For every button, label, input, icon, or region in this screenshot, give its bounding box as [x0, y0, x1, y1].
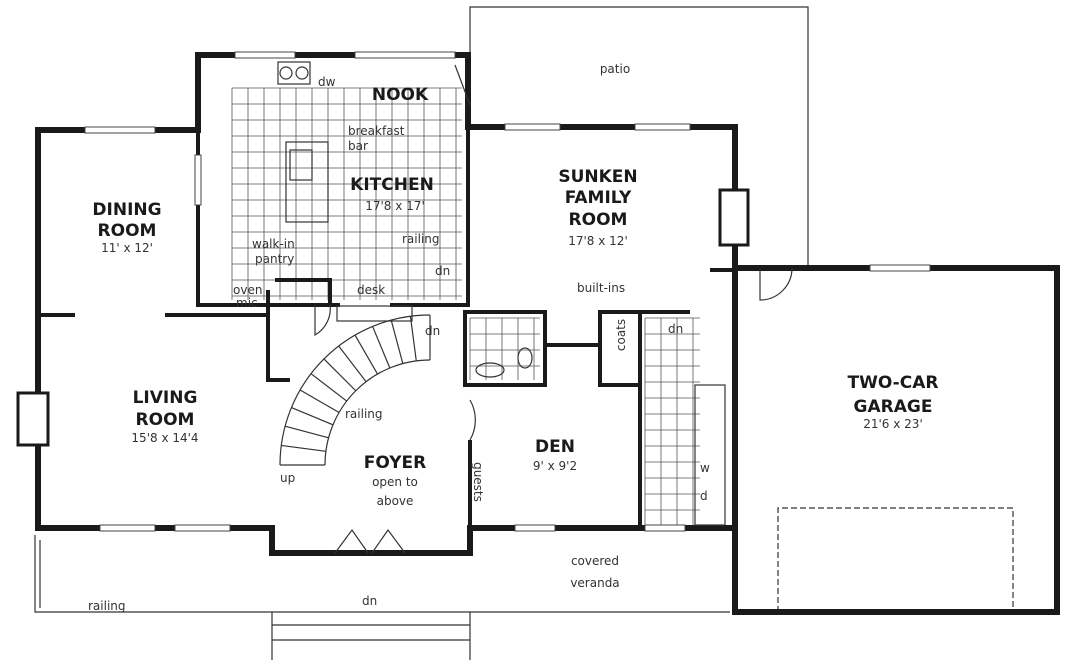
built-ins-label: built-ins [577, 281, 625, 295]
up-stair-label: up [280, 471, 295, 485]
dishwasher-label: dw [318, 75, 336, 89]
room-label-dining-1: DINING [92, 200, 161, 220]
foyer-note-1: open to [372, 475, 418, 489]
room-label-foyer: FOYER [364, 453, 426, 473]
guests-closet-label: guests [471, 462, 485, 502]
room-label-kitchen: KITCHEN [350, 175, 434, 195]
desk [336, 305, 413, 322]
stair-tread [323, 358, 357, 392]
dn-veranda-label: dn [362, 594, 377, 608]
room-label-family-1: SUNKEN [558, 167, 637, 187]
room-label-den: DEN [535, 437, 575, 457]
cooktop-icon [289, 149, 313, 181]
curved-staircase[interactable] [279, 314, 431, 466]
foyer-note-2: above [377, 494, 414, 508]
room-label-living-2: ROOM [136, 410, 195, 430]
fireplace-living [16, 391, 50, 447]
walkin-pantry-label-2: pantry [255, 252, 294, 266]
railing-veranda-label: railing [88, 599, 126, 613]
room-label-dining-2: ROOM [98, 221, 157, 241]
coats-label: coats [614, 319, 628, 351]
room-size-kitchen: 17'8 x 17' [365, 199, 425, 213]
patio-label: patio [600, 62, 630, 76]
room-label-living-1: LIVING [133, 388, 198, 408]
room-label-family-3: ROOM [569, 210, 628, 230]
kitchen-island [285, 141, 329, 223]
dn-kitchen-label: dn [435, 264, 450, 278]
stair-tread [284, 425, 329, 439]
veranda-outline [34, 535, 730, 613]
dryer-label: d [700, 489, 708, 503]
stair-tread [299, 389, 340, 414]
dn-hall-label: dn [668, 322, 683, 336]
stair-tread [354, 334, 379, 375]
railing-stair-label: railing [345, 407, 383, 421]
stair-tread [390, 319, 404, 364]
oven-label: oven [233, 283, 262, 297]
interior-walls-pantry [266, 278, 332, 382]
hall-tile-grid [469, 317, 700, 525]
room-label-family-2: FAMILY [565, 188, 632, 208]
breakfast-bar-label-2: bar [348, 139, 368, 153]
garage-door [777, 507, 1014, 612]
stair-tread [409, 316, 417, 361]
front-door [334, 528, 406, 554]
stair-tread [372, 326, 391, 369]
dn-stair-label: dn [425, 324, 440, 338]
garage-walls [732, 265, 1060, 615]
room-label-nook: NOOK [372, 85, 429, 105]
walkin-pantry-label-1: walk-in [252, 237, 295, 251]
railing-kitchen-label: railing [402, 232, 440, 246]
front-steps [271, 612, 471, 660]
veranda-label-1: covered [571, 554, 619, 568]
kitchen-tile-grid [231, 87, 462, 300]
patio-outline [469, 6, 809, 268]
washer-label: w [700, 461, 710, 475]
room-label-garage-1: TWO-CAR [848, 373, 939, 393]
interior-walls-den [463, 268, 735, 528]
interior-walls-kitchen [38, 127, 470, 317]
fireplace-family [718, 188, 750, 247]
stair-tread [291, 407, 334, 426]
room-size-den: 9' x 9'2 [533, 459, 577, 473]
veranda-label-2: veranda [570, 576, 619, 590]
room-label-garage-2: GARAGE [854, 397, 933, 417]
sink [277, 61, 311, 85]
stair-tread [310, 373, 348, 402]
room-size-living: 15'8 x 14'4 [131, 431, 198, 445]
mic-label: mic [236, 296, 258, 310]
room-size-family: 17'8 x 12' [568, 234, 628, 248]
windows [84, 51, 931, 532]
breakfast-bar-label-1: breakfast [348, 124, 405, 138]
room-size-dining: 11' x 12' [101, 241, 153, 255]
desk-label: desk [357, 283, 385, 297]
stair-tread [338, 345, 367, 383]
stair-tread [281, 444, 326, 452]
sink-icon [475, 362, 505, 378]
room-size-garage: 21'6 x 23' [863, 417, 923, 431]
toilet-icon [517, 347, 533, 369]
doors [314, 64, 793, 441]
laundry-counter [694, 384, 726, 526]
